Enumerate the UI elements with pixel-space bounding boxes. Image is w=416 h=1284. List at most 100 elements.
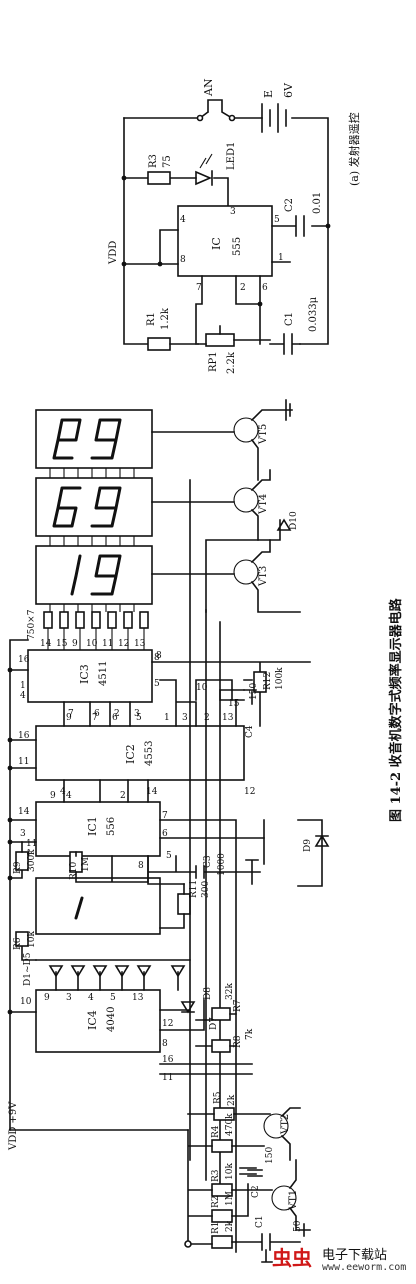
- display-digits: [35, 409, 153, 612]
- ic3-pin: 9: [72, 639, 78, 649]
- label-vdd-tx: VDD: [108, 241, 119, 265]
- label-c1-tx-value: 0.033μ: [308, 296, 319, 332]
- ic4-pin: 5: [110, 993, 116, 1003]
- label-d8: D8: [203, 987, 213, 1000]
- sub-caption: (a) 发射器遥控: [347, 112, 361, 186]
- resistor-r6: [15, 931, 29, 947]
- diode-d10: [205, 518, 292, 613]
- resistor-r8: [211, 1039, 231, 1053]
- ic2-pin: 5: [136, 713, 142, 723]
- pin-8-tx: 8: [180, 255, 186, 265]
- label-ic-tx-part: 555: [232, 237, 243, 256]
- ic3-pin: 6: [94, 709, 100, 719]
- resistor-r1: [211, 1235, 233, 1249]
- label-d7: D7: [209, 1017, 219, 1030]
- pin-7-tx: 7: [196, 283, 202, 293]
- ic3-pin: 11: [102, 639, 113, 649]
- ic2-pin: 2: [204, 713, 210, 723]
- switch-an: [198, 99, 234, 120]
- led1-diode: [195, 170, 213, 186]
- ic1-pin: 5: [166, 851, 172, 861]
- ic1-pin: 4: [66, 791, 72, 801]
- label-d10: D10: [289, 511, 299, 530]
- label-e: E: [262, 90, 275, 98]
- label-ic1-part: 556: [106, 817, 117, 836]
- label-array: 750×7: [27, 609, 37, 640]
- label-c4: C4: [245, 725, 255, 738]
- input-amplifier: [9, 1107, 311, 1263]
- ic2-pin: 4: [60, 787, 66, 797]
- ic2-pin: 11: [18, 757, 29, 767]
- label-r9-value: 300k: [27, 849, 37, 872]
- capacitor-c1-tx: [269, 333, 301, 355]
- pin-5-tx: 5: [274, 215, 280, 225]
- resistor-array: [43, 611, 149, 650]
- label-c2-tx: C2: [284, 198, 295, 212]
- label-r7-value: 32k: [225, 983, 235, 1000]
- ic1-pin: 1: [26, 849, 32, 859]
- label-r4: R4: [211, 1125, 221, 1138]
- label-r4-value: 470k: [225, 1113, 235, 1136]
- ic2-pin: 7: [92, 713, 98, 723]
- ic3-pin: 12: [118, 639, 129, 649]
- label-r11: R11: [189, 880, 199, 898]
- label-r8: R8: [233, 1035, 243, 1048]
- pin-3-tx: 3: [230, 207, 236, 217]
- label-ic4-part: 4040: [106, 1007, 117, 1032]
- watermark-logo: 虫虫: [272, 1246, 312, 1270]
- ic2-pin: 9: [66, 713, 72, 723]
- label-led1: LED1: [226, 142, 237, 170]
- ic3-pin: 2: [114, 709, 120, 719]
- ic1-pin: 11: [26, 839, 37, 849]
- ic3-pin: 1: [20, 681, 26, 691]
- label-r1-value: 2k: [225, 1220, 235, 1232]
- battery-e: [261, 103, 287, 133]
- ic1-pin: 6: [162, 829, 168, 839]
- label-r3-value: 10k: [225, 1163, 235, 1180]
- label-r1-tx: R1: [146, 312, 157, 326]
- label-c2-value: 150: [265, 1147, 275, 1164]
- label-vt3: VT3: [258, 566, 269, 587]
- ic4-pin: 8: [162, 1039, 168, 1049]
- ic3-pin: 16: [18, 655, 30, 665]
- ic4-4040-box: [35, 989, 161, 1053]
- site-watermark: 虫虫 电子下载站 www.eeworm.com: [272, 1242, 416, 1278]
- ic2-4553-box: [35, 725, 245, 781]
- label-r3: R3: [211, 1169, 221, 1182]
- label-vdd-main: VDD +9V: [8, 1101, 19, 1151]
- label-r2: R2: [211, 1195, 221, 1208]
- capacitor-c1: [231, 1233, 301, 1251]
- ic3-4511-box: [27, 649, 153, 703]
- resistor-r2: [211, 1209, 233, 1223]
- transmitter-circuit: [121, 99, 331, 355]
- label-r12: R12: [263, 672, 273, 690]
- label-an: AN: [202, 78, 215, 97]
- ic4-pin: 10: [20, 997, 32, 1007]
- ic4-pin: 9: [44, 993, 50, 1003]
- ic1-pin: 14: [18, 807, 30, 817]
- ic2-pin: 13: [222, 713, 234, 723]
- label-r1-tx-value: 1.2k: [160, 307, 171, 330]
- ic1-pin: 7: [162, 811, 168, 821]
- pin-4-tx: 4: [180, 215, 186, 225]
- label-ic4: IC4: [86, 1010, 99, 1030]
- label-r3-tx-value: 75: [162, 155, 173, 168]
- ic3-pin: 15: [56, 639, 68, 649]
- label-vt2: VT2: [280, 1114, 291, 1135]
- ic1-pin: 3: [20, 829, 26, 839]
- ic2-pin: 3: [182, 713, 188, 723]
- ic3-pin: 8: [154, 653, 160, 663]
- ic2-pin: 6: [112, 713, 118, 723]
- label-r12-value: 100k: [275, 667, 285, 690]
- label-c3-value: 1000: [217, 853, 227, 876]
- label-r8-value: 7k: [245, 1028, 255, 1040]
- label-r10: R10: [69, 861, 79, 880]
- label-d9: D9: [303, 839, 313, 852]
- label-c1: C1: [255, 1215, 265, 1228]
- ic3-pin: 7: [68, 709, 74, 719]
- label-r2-value: 1M: [225, 1191, 235, 1206]
- ic1-pin: 8: [138, 861, 144, 871]
- label-r7: R7: [233, 999, 243, 1012]
